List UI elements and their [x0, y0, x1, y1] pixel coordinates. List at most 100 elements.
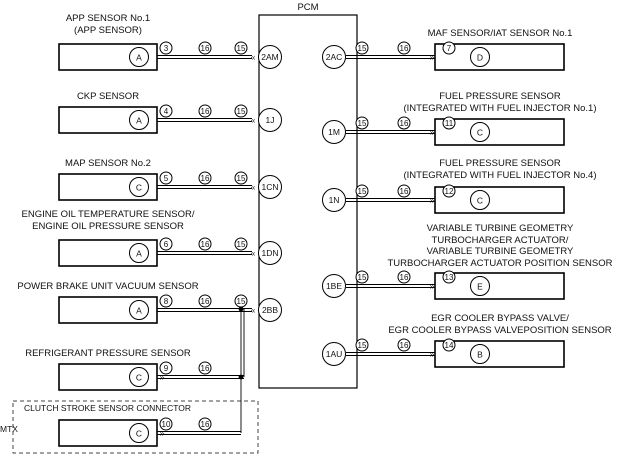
clutch-connector-group: [12, 400, 259, 454]
component-title: (APP SENSOR): [74, 25, 142, 36]
pin-label: B: [477, 350, 483, 360]
connector-arrow: «: [251, 182, 256, 192]
pcm-terminal-circle: [322, 274, 346, 298]
component-title: FUEL PRESSURE SENSOR: [439, 158, 561, 169]
component-map: MAP SENSOR No.2C « 5 16 15 1CN: [58, 158, 282, 201]
wire-number-1-label: 15: [358, 44, 367, 53]
wire-number-1-label: 6: [164, 240, 169, 249]
wire-number-1-label: 9: [164, 364, 169, 373]
wire-number-1-circle: [159, 294, 173, 308]
wire-number-1-label: 8: [164, 297, 169, 306]
wire-number-1-circle: [159, 361, 173, 375]
wire-number-1-label: 5: [164, 174, 169, 183]
connector-arrow: »: [430, 52, 435, 62]
wire-number-3-circle: [234, 171, 248, 185]
connector-box: [434, 118, 565, 146]
pin-label: E: [477, 282, 483, 292]
connector-arrow: »: [430, 195, 435, 205]
wire-number-2-circle: [198, 361, 212, 375]
connector-box: [434, 272, 565, 300]
clutch-group-label: CLUTCH STROKE SENSOR CONNECTOR: [24, 403, 191, 413]
wire-number-2-circle: [198, 237, 212, 251]
pin-label: D: [477, 53, 483, 63]
pcm-terminal-circle: [258, 298, 282, 322]
component-title: (INTEGRATED WITH FUEL INJECTOR No.1): [403, 103, 596, 114]
component-title: EGR COOLER BYPASS VALVEPOSITION SENSOR: [388, 325, 611, 336]
wire-number-3-label: 15: [237, 174, 246, 183]
pin-label: A: [136, 53, 142, 63]
wire-number-2-circle: [397, 116, 411, 130]
wire-number-2-label: 16: [400, 119, 409, 128]
component-title: MAP SENSOR No.2: [65, 158, 151, 169]
pcm-label: PCM: [297, 2, 318, 13]
pcm-terminal-label: 1CN: [261, 182, 278, 192]
pin-circle: [470, 344, 490, 364]
wire-number-3-label: 11: [445, 119, 454, 128]
wire-number-2-label: 16: [400, 44, 409, 53]
pcm-terminal-label: 1J: [266, 115, 275, 125]
pcm-terminal-label: 1DN: [261, 248, 278, 258]
pin-circle: [129, 177, 149, 197]
wire-number-3-label: 13: [445, 273, 454, 282]
wire-number-2-circle: [397, 270, 411, 284]
pin-circle: [129, 243, 149, 263]
pcm-terminal-circle: [322, 188, 346, 212]
wire-number-2-label: 16: [201, 297, 210, 306]
pin-circle: [470, 122, 490, 142]
pin-circle: [470, 190, 490, 210]
wire-number-1-label: 3: [164, 44, 169, 53]
wire-number-1-circle: [159, 41, 173, 55]
pin-circle: [470, 47, 490, 67]
wire-number-3-label: 15: [237, 107, 246, 116]
component-title: ENGINE OIL TEMPERATURE SENSOR/: [22, 209, 195, 220]
component-title: TURBOCHARGER ACTUATOR POSITION SENSOR: [387, 258, 612, 269]
wire-number-3-label: 12: [445, 187, 454, 196]
wire-number-1-label: 15: [358, 187, 367, 196]
pin-circle: [470, 276, 490, 296]
wire-number-1-label: 15: [358, 341, 367, 350]
pin-circle: [129, 110, 149, 130]
component-title: (INTEGRATED WITH FUEL INJECTOR No.4): [403, 170, 596, 181]
wire-number-2-label: 16: [201, 240, 210, 249]
wire-number-1-circle: [355, 41, 369, 55]
wire-number-3-circle: [234, 41, 248, 55]
pcm-terminal-circle: [258, 108, 282, 132]
component-title: POWER BRAKE UNIT VACUUM SENSOR: [17, 281, 198, 292]
mtx-label: MTX: [0, 424, 18, 434]
pin-circle: [129, 423, 149, 443]
wire-number-2-label: 16: [400, 341, 409, 350]
wire-number-1-circle: [355, 116, 369, 130]
wire-number-2-label: 16: [201, 107, 210, 116]
component-title: MAF SENSOR/IAT SENSOR No.1: [428, 28, 573, 39]
wire-number-1-circle: [355, 338, 369, 352]
pcm-terminal-label: 1BE: [326, 281, 342, 291]
pcm-terminal-label: 2AM: [261, 52, 278, 62]
pcm-terminal-label: 2AC: [326, 52, 343, 62]
component-egr: EGR COOLER BYPASS VALVE/EGR COOLER BYPAS…: [322, 313, 612, 368]
wire-number-1-label: 10: [162, 420, 171, 429]
wire-number-2-circle: [198, 417, 212, 431]
pcm-terminal-circle: [322, 342, 346, 366]
wire-number-2-label: 16: [201, 174, 210, 183]
pin-label: C: [136, 429, 142, 439]
connector-arrow: »: [430, 349, 435, 359]
component-title: TURBOCHARGER ACTUATOR/: [432, 235, 569, 246]
pcm-terminal-label: 1AU: [326, 349, 343, 359]
connector-box: [434, 43, 565, 71]
pcm-terminal-label: 1M: [328, 127, 340, 137]
pin-label: C: [136, 183, 142, 193]
wire-number-3-label: 15: [237, 240, 246, 249]
wire-number-3-circle: [234, 237, 248, 251]
wire-number-3-label: 15: [237, 297, 246, 306]
wire-number-3-label: 7: [447, 44, 452, 53]
wire-number-1-circle: [159, 171, 173, 185]
wire-number-1-label: 15: [358, 119, 367, 128]
component-maf: MAF SENSOR/IAT SENSOR No.1D » 15 16 7 2AC: [322, 28, 573, 71]
connector-arrow: »: [430, 281, 435, 291]
